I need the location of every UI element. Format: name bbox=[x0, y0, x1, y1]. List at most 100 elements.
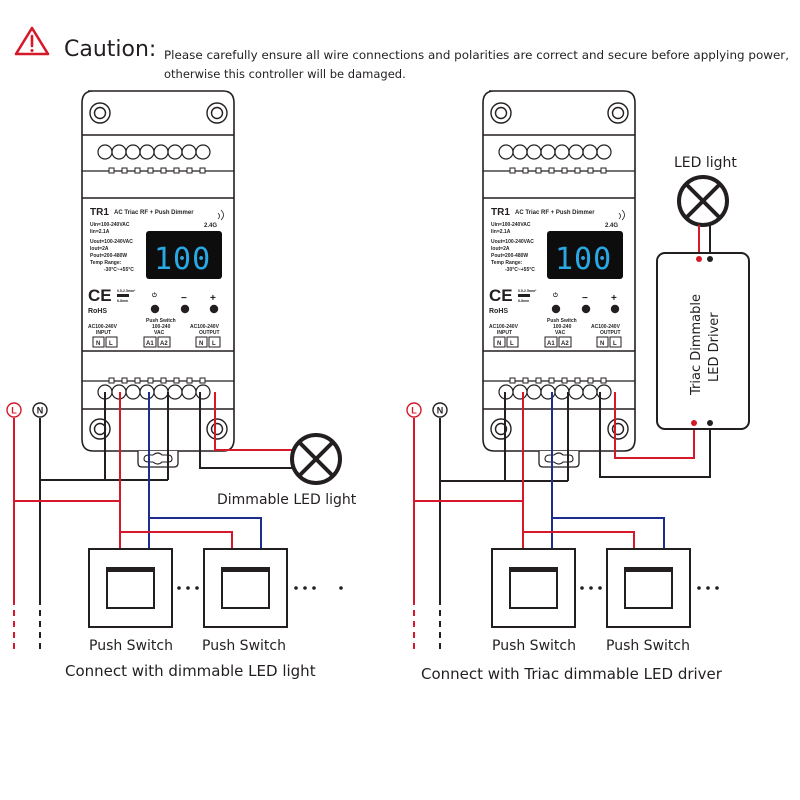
wire-spec: 6-8mm bbox=[117, 299, 128, 303]
terminal-l: L bbox=[510, 341, 514, 347]
live-badge-right: L bbox=[406, 402, 422, 418]
spec-line: Pout=200-480W bbox=[491, 253, 528, 259]
neutral-badge-left: N bbox=[32, 402, 48, 418]
spec-line: -30°C~+55°C bbox=[505, 267, 535, 273]
neutral-badge-right: N bbox=[432, 402, 448, 418]
spec-line: Pout=200-480W bbox=[90, 253, 127, 259]
terminal-n: N bbox=[96, 341, 100, 347]
output-label: AC100-240V bbox=[190, 324, 220, 330]
terminal-n: N bbox=[199, 341, 203, 347]
push-switch-label: 100-240 bbox=[152, 324, 171, 330]
output-label: AC100-240V bbox=[591, 324, 621, 330]
minus-button-glyph: − bbox=[181, 293, 187, 304]
left-diagram: Dimmable LED light Push Switch Push Swit… bbox=[13, 90, 357, 680]
load-label: Dimmable LED light bbox=[217, 492, 357, 508]
diagram-caption: Connect with dimmable LED light bbox=[65, 662, 316, 680]
switch-label-1: Push Switch bbox=[492, 638, 576, 654]
terminal-a2: A2 bbox=[561, 341, 569, 347]
spec-line: Uin=100-240VAC bbox=[90, 222, 130, 228]
spec-line: Iout=2A bbox=[491, 246, 510, 252]
model-subtitle: AC Triac RF + Push Dimmer bbox=[515, 210, 595, 216]
controller-face-left: TR1 AC Triac RF + Push Dimmer 2.4G Uin=100-… bbox=[88, 207, 224, 347]
caution-title: Caution: bbox=[64, 37, 156, 62]
rf-signal-icon bbox=[618, 209, 625, 221]
neutral-label: N bbox=[437, 406, 444, 416]
model-subtitle: AC Triac RF + Push Dimmer bbox=[114, 210, 194, 216]
triac-led-driver: Triac Dimmable LED Driver bbox=[656, 252, 750, 430]
wire-strip-icon bbox=[117, 294, 129, 297]
wire-spec: 0.5-2.5mm² bbox=[518, 289, 537, 293]
spec-line: Iin=2.1A bbox=[491, 229, 511, 235]
caution-line-2: otherwise this controller will be damage… bbox=[164, 67, 406, 81]
power-button-glyph: ⏻ bbox=[152, 292, 157, 299]
diagram-caption: Connect with Triac dimmable LED driver bbox=[421, 665, 723, 683]
push-switch-label: Push Switch bbox=[146, 318, 176, 324]
input-label: AC100-240V bbox=[489, 324, 519, 330]
spec-line: Uout=100-240VAC bbox=[90, 239, 133, 245]
led-display-value: 100 bbox=[555, 242, 612, 277]
switch-label-2: Push Switch bbox=[606, 638, 690, 654]
model-label: TR1 bbox=[90, 207, 109, 218]
terminal-l: L bbox=[613, 341, 617, 347]
live-badge-left: L bbox=[6, 402, 22, 418]
switch-label-2: Push Switch bbox=[202, 638, 286, 654]
spec-line: Iin=2.1A bbox=[90, 229, 110, 235]
plus-button-glyph: + bbox=[611, 293, 617, 304]
push-switch-label: VAC bbox=[154, 330, 165, 336]
push-switch-label: Push Switch bbox=[547, 318, 577, 324]
spec-line: -30°C~+55°C bbox=[104, 267, 134, 273]
push-switch-1 bbox=[491, 548, 576, 628]
model-label: TR1 bbox=[491, 207, 510, 218]
terminal-l: L bbox=[109, 341, 113, 347]
input-label: AC100-240V bbox=[88, 324, 118, 330]
spec-line: Uin=100-240VAC bbox=[491, 222, 531, 228]
warning-triangle-icon bbox=[14, 26, 50, 56]
spec-line: Uout=100-240VAC bbox=[491, 239, 534, 245]
terminal-a1: A1 bbox=[146, 341, 154, 347]
push-switch-label: VAC bbox=[555, 330, 566, 336]
terminal-a2: A2 bbox=[160, 341, 168, 347]
controller-face-right: TR1 AC Triac RF + Push Dimmer 2.4G Uin=100-… bbox=[489, 207, 625, 347]
input-label: INPUT bbox=[497, 330, 512, 336]
push-switch-2 bbox=[606, 548, 691, 628]
driver-label-2: LED Driver bbox=[707, 312, 722, 382]
spec-line: Temp Range: bbox=[491, 260, 523, 266]
terminal-n: N bbox=[497, 341, 501, 347]
led-light-label: LED light bbox=[674, 155, 737, 171]
rf-band-label: 2.4G bbox=[605, 223, 618, 229]
minus-button-glyph: − bbox=[582, 293, 588, 304]
rf-signal-icon bbox=[217, 209, 224, 221]
led-light-icon bbox=[677, 175, 729, 227]
ellipsis-dots bbox=[580, 586, 719, 590]
led-light-icon bbox=[290, 433, 342, 485]
terminal-l: L bbox=[212, 341, 216, 347]
live-label: L bbox=[11, 406, 17, 416]
terminal-a1: A1 bbox=[547, 341, 555, 347]
spec-line: Temp Range: bbox=[90, 260, 122, 266]
ce-mark: CE bbox=[88, 286, 112, 305]
wire-spec: 6-8mm bbox=[518, 299, 529, 303]
push-switch-2 bbox=[203, 548, 288, 628]
rohs-label: RoHS bbox=[489, 308, 508, 315]
output-label: OUTPUT bbox=[600, 330, 621, 336]
push-switch-label: 100-240 bbox=[553, 324, 572, 330]
terminal-n: N bbox=[600, 341, 604, 347]
push-switch-1 bbox=[88, 548, 173, 628]
plus-button-glyph: + bbox=[210, 293, 216, 304]
caution-banner: Caution: Please carefully ensure all wir… bbox=[14, 26, 789, 81]
wire-strip-icon bbox=[518, 294, 530, 297]
ellipsis-dots bbox=[177, 586, 343, 590]
right-diagram: LED light Triac Dimmable LED Driver bbox=[413, 90, 750, 683]
ce-mark: CE bbox=[489, 286, 513, 305]
neutral-label: N bbox=[37, 406, 44, 416]
live-label: L bbox=[411, 406, 417, 416]
output-label: OUTPUT bbox=[199, 330, 220, 336]
rohs-label: RoHS bbox=[88, 308, 107, 315]
rf-band-label: 2.4G bbox=[204, 223, 217, 229]
switch-label-1: Push Switch bbox=[89, 638, 173, 654]
driver-label-1: Triac Dimmable bbox=[689, 294, 704, 396]
wire-spec: 0.5-2.5mm² bbox=[117, 289, 136, 293]
input-label: INPUT bbox=[96, 330, 111, 336]
caution-line-1: Please carefully ensure all wire connect… bbox=[164, 48, 789, 62]
